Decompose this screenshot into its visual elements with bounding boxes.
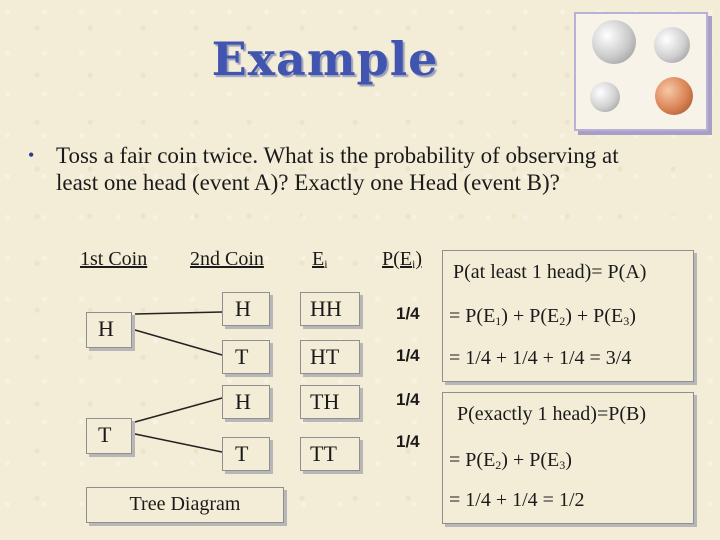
event-b-line-2-p2: ) [565,449,572,471]
event-a-line-2-p2: ) + P(E [565,305,623,327]
outcome-node-3: TH [300,385,360,419]
outcome-label-3: TH [310,389,339,415]
branch-t-h [135,398,222,422]
outcome-node-1: HH [300,292,360,326]
branch-h-h [135,312,222,314]
prob-value-4: 1/4 [396,432,420,452]
outcome-label-2: HT [310,344,339,370]
second-coin-node-2: T [222,340,270,374]
event-a-line-2: = P(E1) + P(E2) + P(E3) [449,305,636,329]
event-a-line-1: P(at least 1 head)= P(A) [453,261,646,284]
event-a-calc-box: P(at least 1 head)= P(A) = P(E1) + P(E2)… [442,250,694,382]
event-a-line-3: = 1/4 + 1/4 + 1/4 = 3/4 [449,347,631,370]
event-a-line-2-p1: ) + P(E [501,305,559,327]
outcome-node-2: HT [300,340,360,374]
prob-value-1: 1/4 [396,304,420,324]
second-coin-node-3: H [222,385,270,419]
event-b-calc-box: P(exactly 1 head)=P(B) = P(E2) + P(E3) =… [442,392,694,524]
branch-h-t [135,330,222,355]
outcome-label-1: HH [310,296,342,322]
prob-value-3: 1/4 [396,390,420,410]
event-a-line-2-p3: ) [629,305,636,327]
tree-diagram-caption-box: Tree Diagram [86,487,284,523]
first-coin-h-label: H [98,316,114,342]
event-b-line-2-p1: ) + P(E [501,449,559,471]
first-coin-t-node: T [86,418,132,454]
second-coin-node-4: T [222,437,270,471]
event-a-line-2-p0: = P(E [449,305,495,327]
branch-t-t [135,434,222,452]
tree-diagram-caption: Tree Diagram [87,493,283,516]
second-coin-label-4: T [235,441,248,467]
second-coin-label-2: T [235,344,248,370]
event-b-line-2: = P(E2) + P(E3) [449,449,572,473]
outcome-label-4: TT [310,441,337,467]
event-b-line-3: = 1/4 + 1/4 = 1/2 [449,489,585,512]
prob-value-2: 1/4 [396,346,420,366]
outcome-node-4: TT [300,437,360,471]
second-coin-label-3: H [235,389,251,415]
event-b-line-1: P(exactly 1 head)=P(B) [457,403,646,426]
first-coin-h-node: H [86,312,132,348]
event-b-line-2-p0: = P(E [449,449,495,471]
first-coin-t-label: T [98,422,111,448]
second-coin-node-1: H [222,292,270,326]
second-coin-label-1: H [235,296,251,322]
